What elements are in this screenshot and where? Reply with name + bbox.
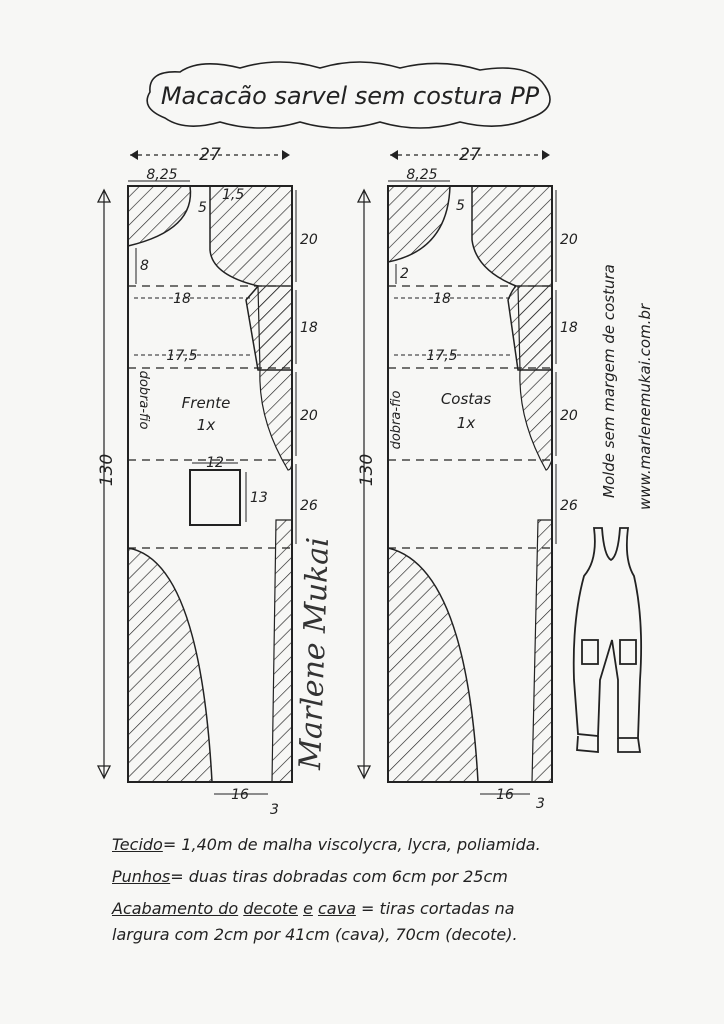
fabric-text: = 1,40m de malha viscolycra, lycra, poli… (162, 835, 541, 854)
front-len-3: 20 (300, 408, 318, 424)
front-strap: 5 (198, 200, 207, 216)
front-total-arrows (96, 188, 112, 780)
front-neck-width: 8,25 (146, 167, 177, 183)
note-fabric: Tecido= 1,40m de malha viscolycra, lycra… (112, 832, 712, 858)
back-piece: 27 8,25 5 2 18 17,5 20 18 20 26 130 dobr… (356, 145, 578, 812)
back-hem-side: 3 (536, 796, 545, 812)
front-total: 130 (97, 454, 117, 486)
back-total-arrows (356, 188, 372, 780)
front-qty: 1x (197, 416, 216, 434)
cloud-outline (146, 61, 551, 129)
back-name: Costas (441, 390, 492, 408)
note-website: www.marlenemukai.com.br (636, 303, 654, 510)
back-width-waist: 17,5 (426, 348, 457, 364)
fabric-notes: Tecido= 1,40m de malha viscolycra, lycra… (112, 832, 712, 954)
front-width-waist: 17,5 (166, 348, 197, 364)
jumpsuit-sketch (572, 527, 643, 753)
back-side-curve (517, 285, 553, 471)
front-crotch-cutout (127, 547, 213, 783)
fabric-label: Tecido (112, 835, 163, 854)
back-total: 130 (357, 454, 377, 486)
back-len-1: 20 (560, 232, 578, 248)
back-leg-strip (531, 519, 553, 783)
sketch-cuff-left (576, 735, 599, 753)
front-neck-cutout (127, 185, 192, 247)
back-len-4: 26 (560, 498, 578, 514)
back-len-3: 20 (560, 408, 578, 424)
finish-neck: decote (243, 899, 298, 918)
back-width-top: 27 (459, 145, 481, 165)
front-fold-label: dobra-fio (136, 371, 151, 430)
back-len-2: 18 (560, 320, 578, 336)
front-width-chest: 18 (173, 291, 191, 307)
signature: Marlene Mukai (293, 537, 336, 772)
finish-label: Acabamento do (112, 899, 239, 918)
front-piece: 27 8,25 1,5 5 8 18 17,5 20 18 20 26 130 (96, 145, 318, 818)
front-shoulder: 1,5 (222, 187, 244, 203)
front-width-top: 27 (199, 145, 221, 165)
back-fold-label: dobra-fio (389, 391, 404, 450)
back-neck-depth: 2 (400, 266, 409, 282)
front-name: Frente (182, 394, 231, 412)
front-len-2: 18 (300, 320, 318, 336)
front-hem-side: 3 (270, 802, 279, 818)
cuffs-text: = duas tiras dobradas com 6cm por 25cm (170, 867, 508, 886)
finish-and: e (303, 899, 313, 918)
sketch-pocket-right (619, 639, 637, 665)
back-neck-cutout (387, 185, 451, 263)
front-leg-strip (271, 519, 293, 783)
sketch-pocket-left (581, 639, 599, 665)
front-pocket-w: 12 (206, 455, 224, 471)
back-qty: 1x (457, 414, 476, 432)
note-finish: Acabamento do decote e cava = tiras cort… (112, 896, 712, 948)
note-cuffs: Punhos= duas tiras dobradas com 6cm por … (112, 864, 712, 890)
back-hem: 16 (496, 787, 514, 803)
back-width-chest: 18 (433, 291, 451, 307)
sketch-body (572, 527, 643, 739)
front-neck-depth: 8 (140, 258, 149, 274)
finish-text2: largura com 2cm por 41cm (cava), 70cm (d… (112, 925, 518, 944)
front-len-4: 26 (300, 498, 318, 514)
cuffs-label: Punhos (112, 867, 171, 886)
note-no-seam-allowance: Molde sem margem de costura (600, 264, 618, 498)
finish-arm: cava (318, 899, 356, 918)
front-len-1: 20 (300, 232, 318, 248)
front-pocket-h: 13 (250, 490, 268, 506)
front-side-curve (257, 285, 293, 471)
front-hem: 16 (231, 787, 249, 803)
pattern-title: Macacão sarvel sem costura PP (161, 82, 540, 110)
sketch-cuff-right (617, 737, 642, 753)
title-cloud: Macacão sarvel sem costura PP (146, 61, 551, 129)
finish-text1: = tiras cortadas na (360, 899, 515, 918)
back-neck-width: 8,25 (406, 167, 437, 183)
back-strap: 5 (456, 198, 465, 214)
back-crotch-cutout (387, 547, 479, 783)
front-pocket (189, 469, 241, 526)
